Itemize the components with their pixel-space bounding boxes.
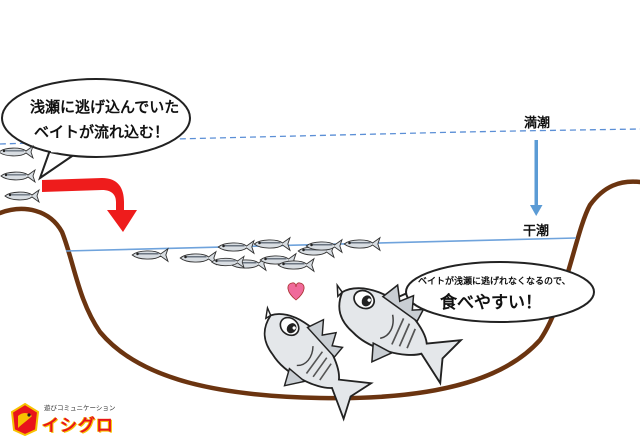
- high-tide-label: 満潮: [524, 116, 551, 131]
- bait-flow-arrow: [42, 178, 137, 232]
- callout-left-line1: 浅瀬に逃げ込んでいた: [30, 98, 180, 116]
- callout-left-bubble: [1, 78, 191, 181]
- callout-left-line2: ベイトが流れ込む！: [34, 123, 170, 141]
- tide-drop-arrow: [530, 140, 543, 216]
- low-tide-label: 干潮: [523, 224, 550, 239]
- logo-name: イシグロ: [42, 416, 114, 436]
- heart-icon: [287, 282, 305, 301]
- bait-school-center: [131, 236, 381, 273]
- logo-badge-icon: [10, 402, 40, 436]
- callout-right-line1: ベイトが浅瀬に逃げれなくなるので、: [418, 277, 571, 287]
- callout-right-line2: 食べやすい！: [440, 293, 542, 313]
- high-tide-line: [0, 128, 640, 145]
- bait-school-left: [0, 145, 40, 203]
- ishiguro-logo: 遊びコミュニケーション イシグロ: [8, 400, 115, 440]
- logo-subtitle: 遊びコミュニケーション: [44, 404, 116, 412]
